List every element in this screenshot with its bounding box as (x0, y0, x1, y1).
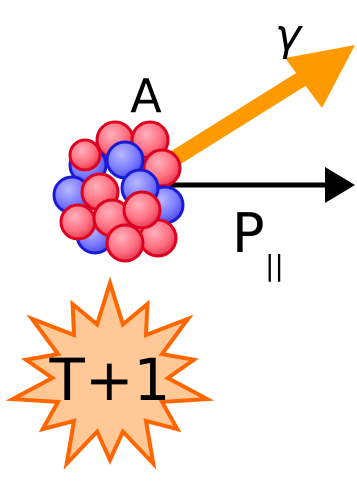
momentum-subscript: || (265, 249, 284, 282)
nucleus-icon (52, 120, 185, 263)
burst-star-icon (5, 276, 215, 470)
star-label: T+1 (49, 346, 171, 414)
momentum-arrow-icon (170, 167, 355, 203)
gamma-label: γ (275, 10, 303, 61)
momentum-label: P (232, 202, 265, 265)
nucleus-label: A (130, 69, 162, 123)
gamma-arrow-icon (160, 45, 355, 172)
